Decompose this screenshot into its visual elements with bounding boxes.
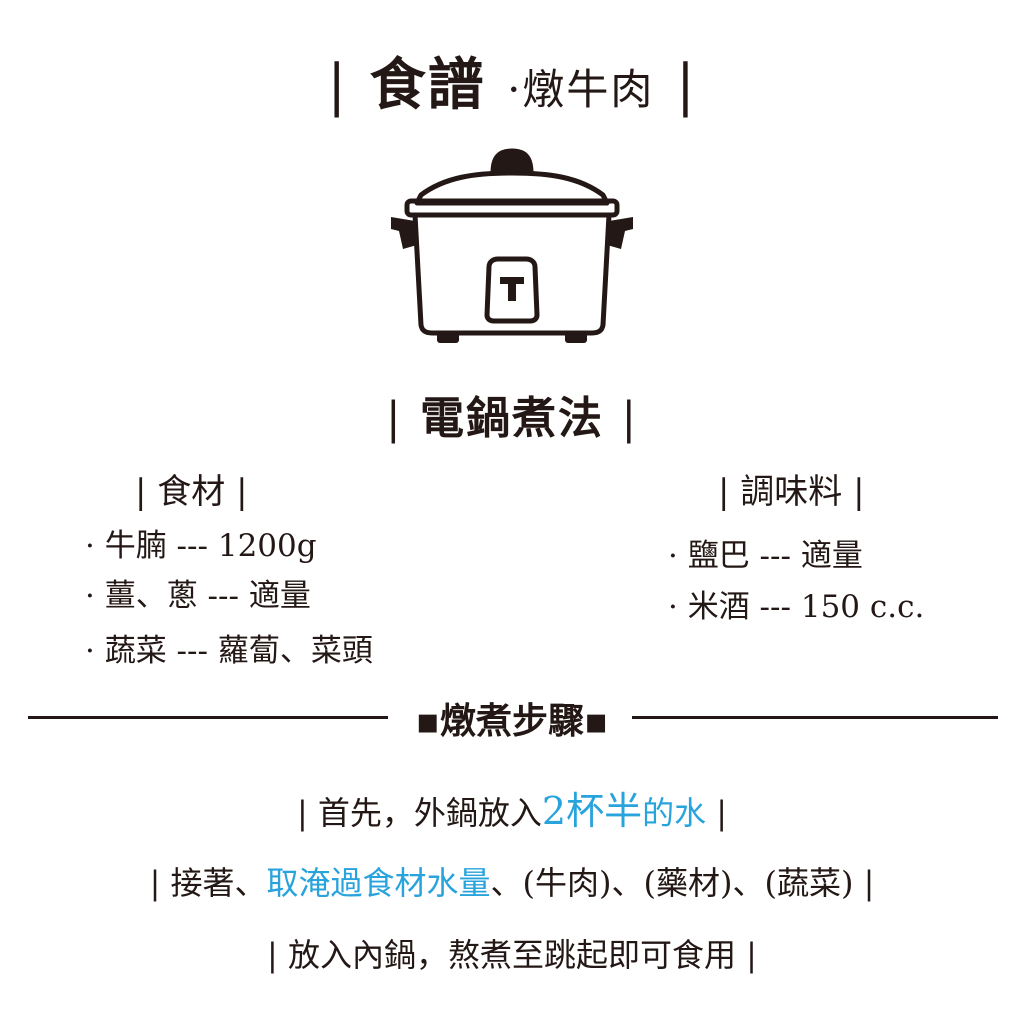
step-1-highlight-tail: 的水 (642, 794, 707, 832)
step-1-bar-right: | (716, 794, 728, 832)
step-1-highlight-amount: 2杯半 (541, 789, 643, 833)
ingredient-item: · 牛腩 --- 1200g (85, 528, 317, 564)
divider-left (28, 716, 388, 719)
step-2-highlight: 取淹過食材水量 (266, 864, 491, 902)
page-title: | 食譜 ·燉牛肉 | (0, 40, 1024, 121)
step-2-bar-right: | (863, 864, 875, 902)
seasoning-item: · 鹽巴 --- 適量 (668, 538, 863, 574)
method-bar-left: | (385, 393, 403, 444)
divider-right (632, 716, 998, 719)
title-dot: · (507, 65, 523, 114)
step-1-bar-left: | (296, 794, 308, 832)
ingredient-item: · 薑、蔥 --- 適量 (85, 578, 311, 614)
method-title: | 電鍋煮法 | (0, 382, 1024, 446)
title-bar-right: | (675, 53, 697, 118)
step-3-bar-right: | (746, 936, 757, 974)
step-2-text-pre: 接著、 (170, 864, 267, 902)
steps-heading: ▪燉煮步驟▪ (415, 700, 609, 742)
title-subtitle: 燉牛肉 (522, 65, 655, 114)
step-2: | 接著、取淹過食材水量、(牛肉)、(藥材)、(蔬菜) | (0, 858, 1024, 904)
step-3-text: 放入內鍋，熬煮至跳起即可食用 (287, 936, 736, 974)
step-2-text-post: 、(牛肉)、(藥材)、(蔬菜) (490, 864, 854, 902)
method-bar-right: | (621, 393, 639, 444)
rice-cooker-icon (391, 148, 633, 343)
step-3-bar-left: | (267, 936, 278, 974)
method-label: 電鍋煮法 (420, 393, 604, 444)
step-2-bar-left: | (149, 864, 161, 902)
seasoning-heading: | 調味料 | (718, 472, 865, 512)
ingredient-item: · 蔬菜 --- 蘿蔔、菜頭 (85, 633, 373, 669)
step-3: | 放入內鍋，熬煮至跳起即可食用 | (0, 930, 1024, 976)
ingredients-heading: | 食材 | (135, 472, 248, 512)
title-text: 食譜 (369, 52, 486, 118)
step-1: | 首先，外鍋放入2杯半的水 | (0, 780, 1024, 835)
step-1-text: 首先，外鍋放入 (317, 794, 542, 832)
title-bar-left: | (327, 53, 349, 118)
seasoning-item: · 米酒 --- 150 c.c. (668, 589, 925, 625)
